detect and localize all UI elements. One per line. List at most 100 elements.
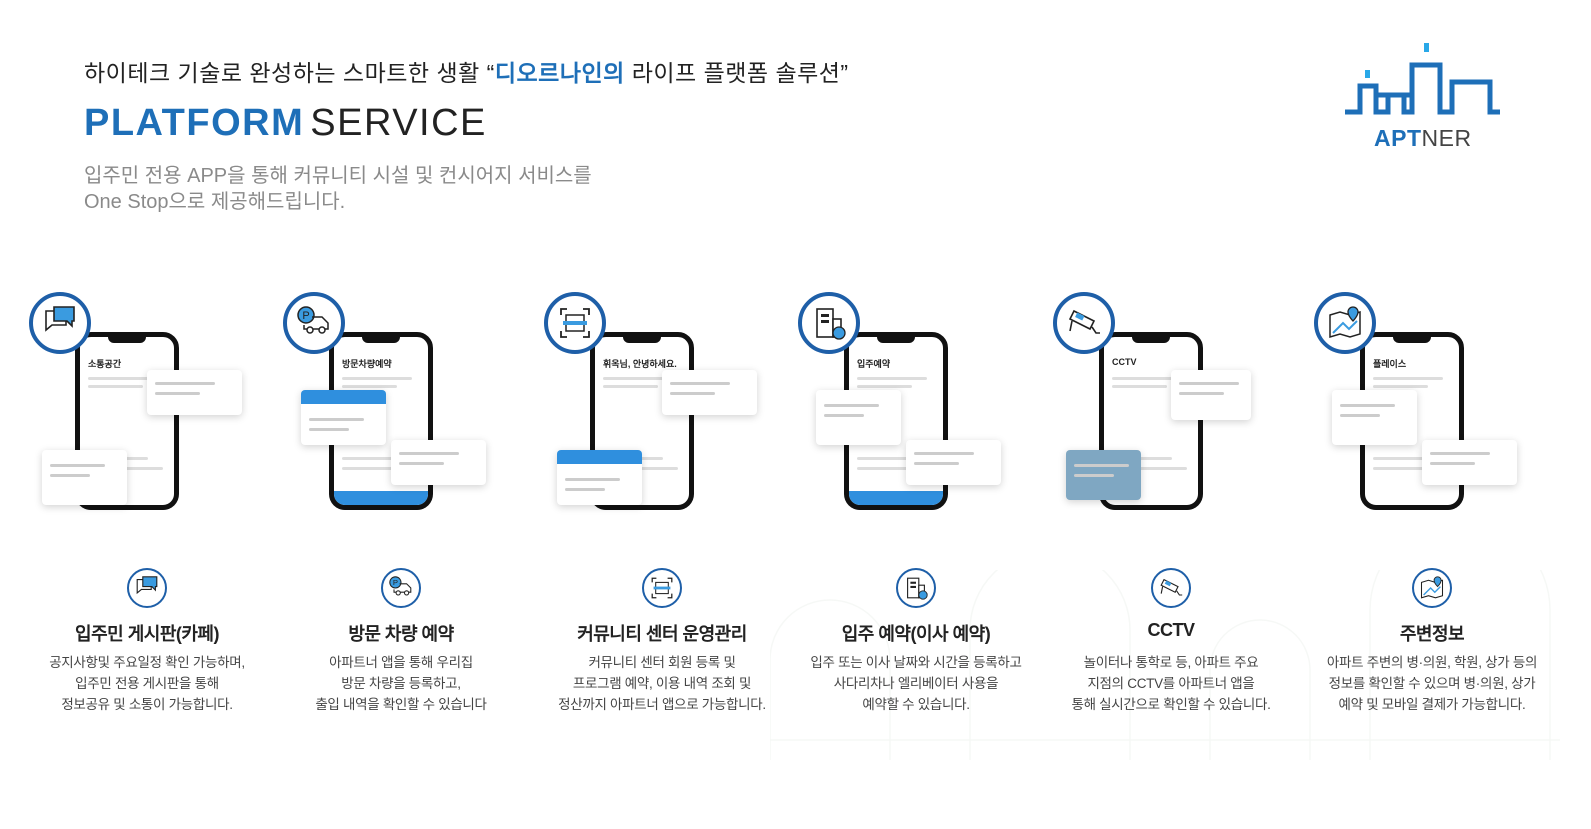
text-line [1373,457,1433,460]
logo-text: APTNER [1374,125,1472,152]
service-title: 입주민 게시판(카페) [75,624,219,644]
title-bold: PLATFORM [84,102,305,144]
text-line [1373,377,1443,380]
text-line [88,385,143,388]
text-line [670,392,715,395]
text-line [914,452,974,455]
text-line [399,452,459,455]
description-line: 놀이터나 통학로 등, 아파트 주요 [1083,655,1259,670]
text-line [565,488,605,491]
text-line [342,377,412,380]
svg-text:P: P [302,310,309,322]
floating-card [1332,390,1417,445]
tagline: 하이테크 기술로 완성하는 스마트한 생활 “디오르나인의 라이프 플랫폼 솔루… [84,54,849,88]
text-line [857,457,917,460]
text-line [824,404,879,407]
description-line: 방문 차량을 등록하고, [341,676,461,691]
phone-notch [362,337,400,343]
scan-icon [544,292,606,354]
text-line [88,377,158,380]
text-line [50,474,90,477]
floating-card [391,440,486,485]
tagline-post: 라이프 플랫폼 솔루션” [624,60,849,86]
description-line: 입주 또는 이사 날짜와 시간을 등록하고 [810,655,1022,670]
text-line [1112,377,1182,380]
action-bar [334,491,428,505]
floating-card [816,390,901,445]
app-mockup: 입주예약 [786,280,1046,530]
text-line [1112,385,1167,388]
floating-card [301,390,386,445]
text-line [1112,457,1172,460]
text-line [342,385,397,388]
floating-card [1422,440,1517,485]
description-line: 커뮤니티 센터 회원 등록 및 [588,655,736,670]
text-line [1373,467,1448,470]
text-line [565,478,620,481]
screen-title: CCTV [1112,357,1137,367]
phone-notch [877,337,915,343]
description-line: 출입 내역을 확인할 수 있습니다 [315,697,487,712]
description-line: 공지사항및 주요일정 확인 가능하며, [49,655,245,670]
aptner-logo-icon [1345,43,1500,115]
text-line [1179,382,1239,385]
chat-icon [29,292,91,354]
screen-title: 플레이스 [1373,359,1407,369]
map-pin-icon [1314,292,1376,354]
logo-bold: APT [1374,125,1422,151]
text-line [857,385,912,388]
description-line: 예약 및 모바일 결제가 가능합니다. [1338,697,1526,712]
description-line: 예약할 수 있습니다. [862,697,970,712]
floating-card [557,450,642,505]
description-line: 지점의 CCTV를 아파트너 앱을 [1087,676,1255,691]
text-line [1340,414,1380,417]
app-mockup: 휘옥님, 안녕하세요. [532,280,792,530]
text-line [914,462,959,465]
floating-card [1066,450,1141,500]
building-clock-icon [896,568,936,608]
description-line: 통해 실시간으로 확인할 수 있습니다. [1071,697,1271,712]
text-line [1112,467,1187,470]
chat-icon [127,568,167,608]
phone-notch [1132,337,1170,343]
service-title: 주변정보 [1399,624,1465,644]
app-mockup: 방문차량예약 P [271,280,531,530]
description-line: 정보를 확인할 수 있으며 병·의원, 상가 [1328,676,1536,691]
phone-notch [108,337,146,343]
action-bar [849,491,943,505]
app-mockup: CCTV [1041,280,1301,530]
floating-card [42,450,127,505]
description-line: 아파트너 앱을 통해 우리집 [329,655,473,670]
text-line [309,428,349,431]
floating-card [662,370,757,415]
text-line [309,418,364,421]
text-line [155,392,200,395]
floating-card [906,440,1001,485]
service-title: 입주 예약(이사 예약) [841,624,991,644]
logo-light: NER [1421,125,1472,151]
text-line [857,377,927,380]
text-line [342,457,402,460]
screen-title: 휘옥님, 안녕하세요. [603,359,677,369]
subtitle-line: One Stop으로 제공해드립니다. [84,191,346,213]
text-line [50,464,105,467]
floating-card [147,370,242,415]
text-line [1340,404,1395,407]
text-line [1373,385,1428,388]
text-line [399,462,444,465]
description-line: 입주민 전용 게시판을 통해 [75,676,219,691]
cctv-icon [1053,292,1115,354]
text-line [824,414,864,417]
text-line [155,382,215,385]
app-mockup: 플레이스 [1302,280,1562,530]
parking-car-icon: P [283,292,345,354]
text-line [603,385,658,388]
